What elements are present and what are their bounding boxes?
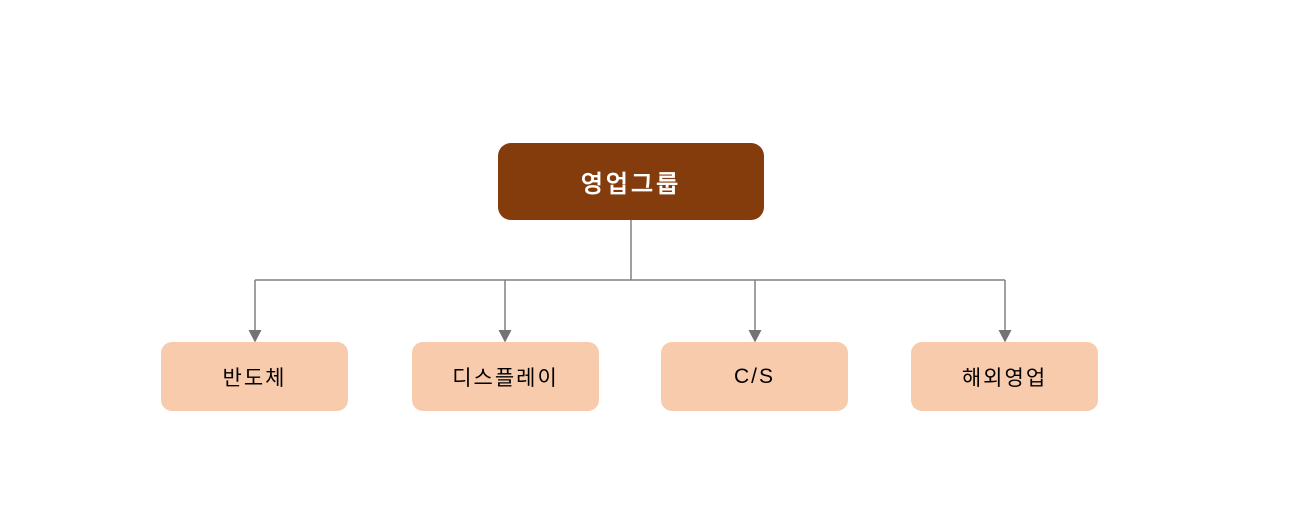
arrowhead-down-icon xyxy=(248,330,262,343)
org-node-label: 영업그룹 xyxy=(580,171,682,198)
arrowhead-down-icon xyxy=(498,330,512,343)
org-node-cs[interactable]: C/S xyxy=(661,342,848,411)
org-node-semiconductor[interactable]: 반도체 xyxy=(161,342,348,411)
arrowhead-down-icon xyxy=(748,330,762,343)
org-node-sales-group[interactable]: 영업그룹 xyxy=(498,143,764,220)
org-node-label: 해외영업 xyxy=(961,366,1048,390)
org-node-label: C/S xyxy=(733,364,775,388)
org-node-label: 디스플레이 xyxy=(452,366,559,390)
org-node-display[interactable]: 디스플레이 xyxy=(412,342,599,411)
org-node-label: 반도체 xyxy=(222,366,287,390)
arrowhead-down-icon xyxy=(998,330,1012,343)
org-node-overseas-sales[interactable]: 해외영업 xyxy=(911,342,1098,411)
